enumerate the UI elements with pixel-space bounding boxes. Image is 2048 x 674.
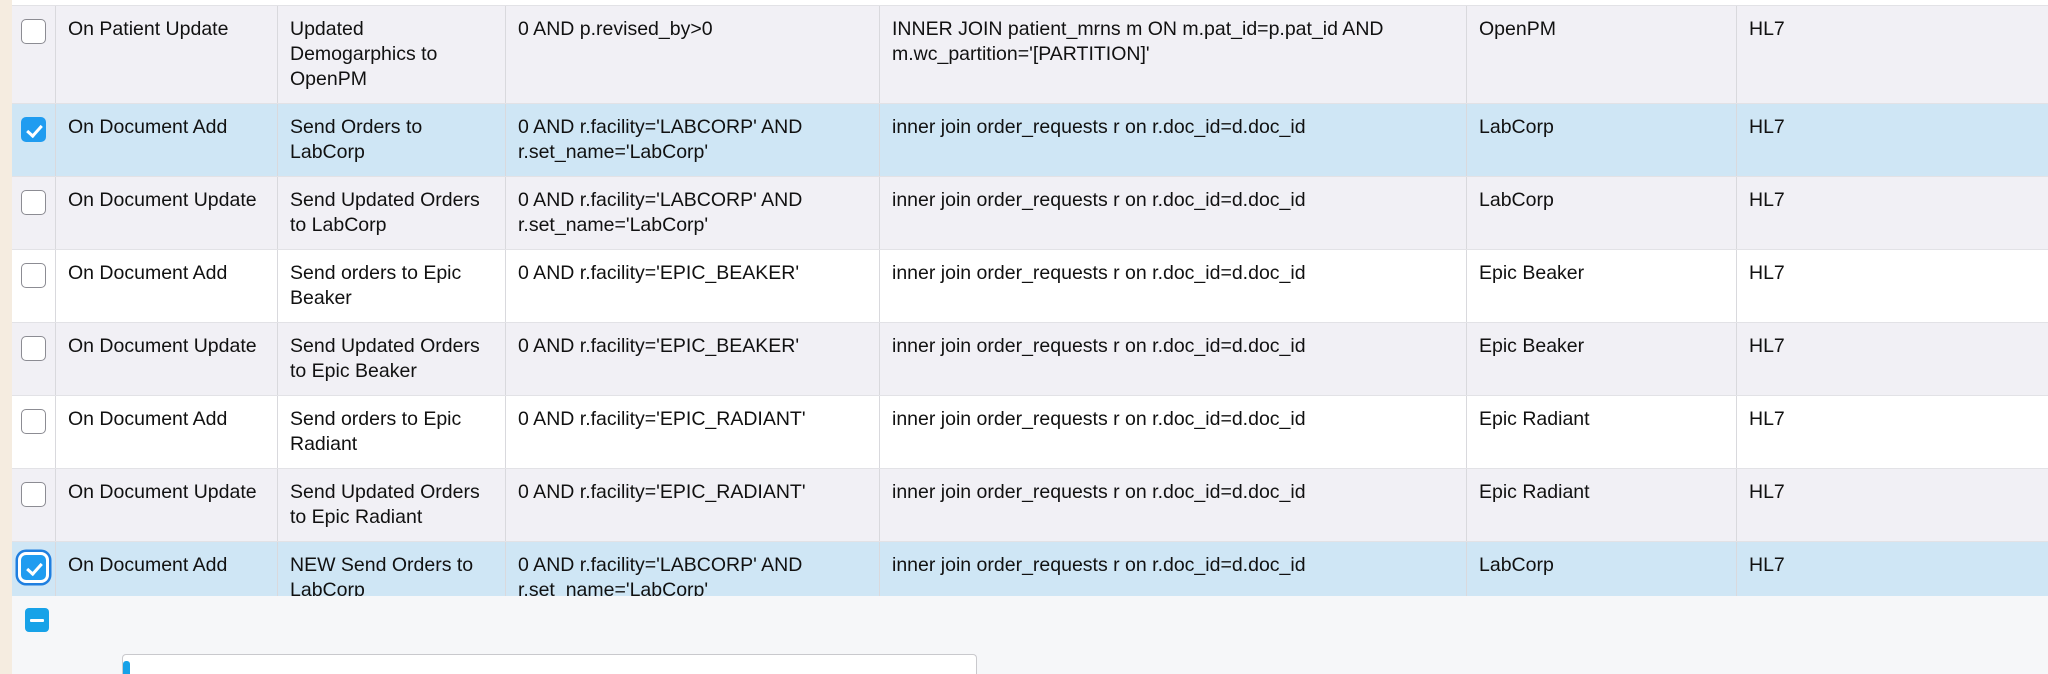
cell-join: inner join order_requests r on r.doc_id=… [880,177,1467,249]
cell-destination: LabCorp [1467,104,1737,176]
row-select-cell[interactable] [12,396,56,468]
cell-event: On Document Add [56,250,278,322]
cell-name: Send Updated Orders to LabCorp [278,177,506,249]
cell-destination: LabCorp [1467,542,1737,596]
partial-previous-row [12,0,2048,6]
cell-event: On Document Add [56,396,278,468]
checkbox-checked-icon[interactable] [21,117,46,142]
cell-filter: 0 AND r.facility='LABCORP' AND r.set_nam… [506,104,880,176]
panel-accent-bar [123,661,130,674]
row-select-cell[interactable] [12,250,56,322]
cell-event: On Patient Update [56,6,278,103]
cell-join: inner join order_requests r on r.doc_id=… [880,323,1467,395]
row-select-cell[interactable] [12,542,56,596]
cell-filter: 0 AND r.facility='EPIC_RADIANT' [506,469,880,541]
cell-destination: Epic Radiant [1467,469,1737,541]
cell-format: HL7 [1749,189,1785,211]
row-select-cell[interactable] [12,323,56,395]
cell-filter: 0 AND r.facility='EPIC_RADIANT' [506,396,880,468]
cell-name: Send Updated Orders to Epic Beaker [278,323,506,395]
cell-join: inner join order_requests r on r.doc_id=… [880,250,1467,322]
cell-name: Send Updated Orders to Epic Radiant [278,469,506,541]
cell-filter: 0 AND r.facility='LABCORP' AND r.set_nam… [506,542,880,596]
row-select-cell[interactable] [12,469,56,541]
cell-destination: LabCorp [1467,177,1737,249]
cell-join: inner join order_requests r on r.doc_id=… [880,396,1467,468]
checkbox-checked-icon[interactable] [21,555,46,580]
cell-event: On Document Update [56,323,278,395]
cell-format: HL7 [1749,481,1785,503]
row-select-cell[interactable] [12,104,56,176]
cell-name: Send orders to Epic Radiant [278,396,506,468]
row-select-cell[interactable] [12,177,56,249]
cell-destination: OpenPM [1467,6,1737,103]
checkbox-unchecked-icon[interactable] [21,263,46,288]
cell-name: Send orders to Epic Beaker [278,250,506,322]
cell-filter: 0 AND r.facility='EPIC_BEAKER' [506,250,880,322]
cell-join: inner join order_requests r on r.doc_id=… [880,104,1467,176]
cell-filter: 0 AND r.facility='LABCORP' AND r.set_nam… [506,177,880,249]
cell-destination: Epic Beaker [1467,250,1737,322]
checkbox-unchecked-icon[interactable] [21,19,46,44]
cell-format: HL7 [1749,335,1785,357]
checkbox-unchecked-icon[interactable] [21,482,46,507]
minus-icon[interactable] [25,608,49,632]
cell-format: HL7 [1749,116,1785,138]
cell-format: HL7 [1749,262,1785,284]
cell-format: HL7 [1749,408,1785,430]
cell-event: On Document Update [56,177,278,249]
cell-name: NEW Send Orders to LabCorp [278,542,506,596]
checkbox-unchecked-icon[interactable] [21,336,46,361]
cell-destination: Epic Radiant [1467,396,1737,468]
cell-name: Updated Demogarphics to OpenPM [278,6,506,103]
cell-format: HL7 [1749,554,1785,576]
row-select-cell[interactable] [12,6,56,103]
cell-event: On Document Update [56,469,278,541]
cell-event: On Document Add [56,104,278,176]
checkbox-unchecked-icon[interactable] [21,190,46,215]
detail-editor-panel[interactable] [122,654,977,674]
cell-name: Send Orders to LabCorp [278,104,506,176]
checkbox-unchecked-icon[interactable] [21,409,46,434]
cell-event: On Document Add [56,542,278,596]
cell-filter: 0 AND p.revised_by>0 [506,6,880,103]
cell-format: HL7 [1749,18,1785,40]
grid-footer [12,596,2048,674]
cell-destination: Epic Beaker [1467,323,1737,395]
cell-join: INNER JOIN patient_mrns m ON m.pat_id=p.… [880,6,1467,103]
cell-join: inner join order_requests r on r.doc_id=… [880,469,1467,541]
left-gutter-strip [0,0,12,674]
cell-join: inner join order_requests r on r.doc_id=… [880,542,1467,596]
cell-filter: 0 AND r.facility='EPIC_BEAKER' [506,323,880,395]
